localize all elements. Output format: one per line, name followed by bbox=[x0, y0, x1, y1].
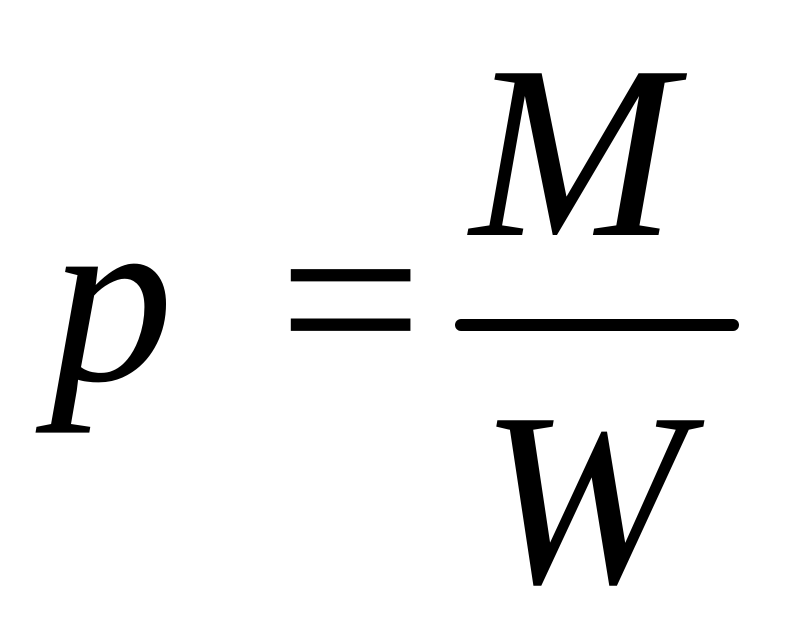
fraction-numerator: M bbox=[467, 16, 688, 289]
formula-lhs-variable: p bbox=[35, 161, 174, 434]
fraction-denominator: W bbox=[480, 363, 705, 630]
equals-sign: = bbox=[278, 163, 423, 436]
